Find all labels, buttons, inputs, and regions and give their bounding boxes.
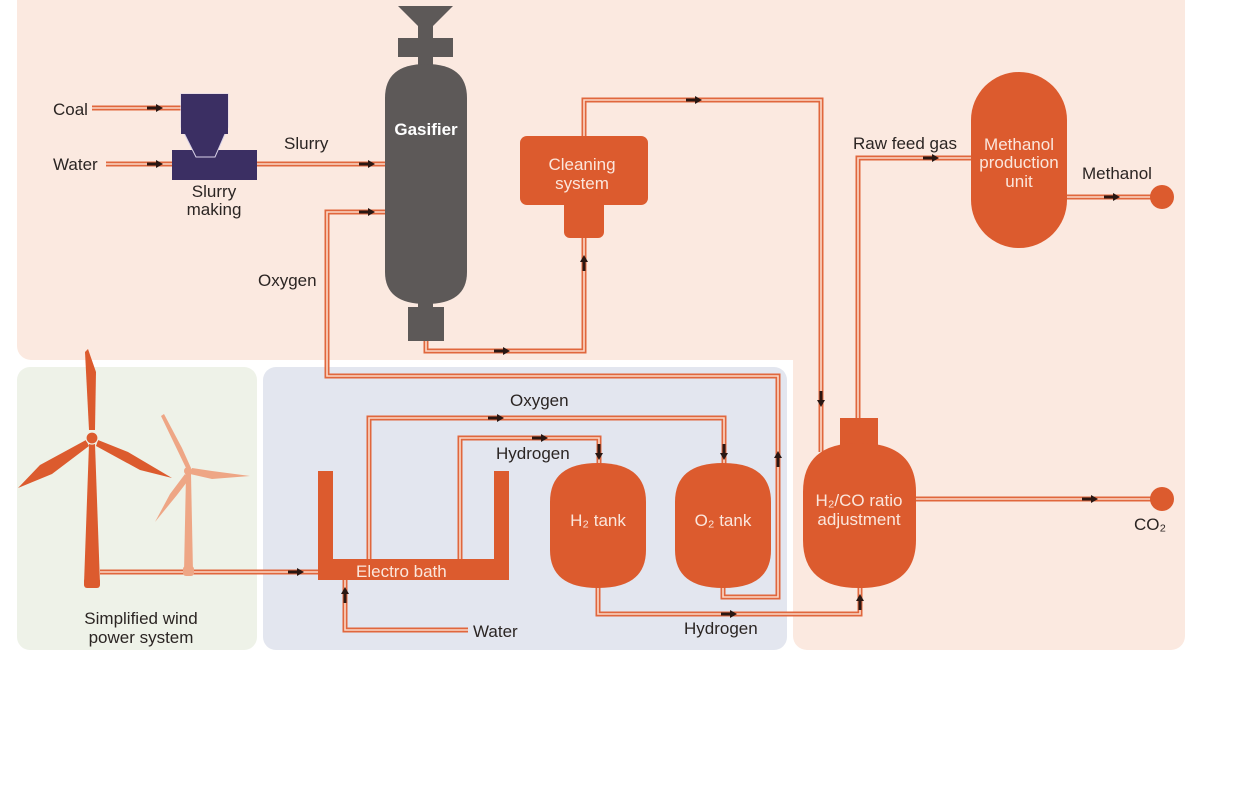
slurry-stream-label: Slurry — [284, 134, 329, 153]
slurry-making-unit[interactable] — [172, 93, 257, 180]
ratio-label-2: adjustment — [817, 510, 900, 529]
o2-tank[interactable] — [675, 463, 771, 588]
backgrounds — [17, 0, 1185, 657]
methanol-output-terminal — [1150, 185, 1174, 209]
methanol-production-unit[interactable] — [971, 72, 1067, 248]
gasifier-oxygen-label: Oxygen — [258, 271, 317, 290]
co2-output-terminal — [1150, 487, 1174, 511]
bath-water-label: Water — [473, 622, 518, 641]
h2-tank-label: H₂ tank — [570, 511, 626, 530]
raw-feed-gas-label: Raw feed gas — [853, 134, 957, 153]
hydrogen-out-label: Hydrogen — [684, 619, 758, 638]
electrolysis-hydrogen-label: Hydrogen — [496, 444, 570, 463]
electro-bath[interactable] — [318, 471, 509, 580]
ratio-label-1: H₂/CO ratio — [816, 491, 903, 510]
methanol-output-label: Methanol — [1082, 164, 1152, 183]
gasifier-label: Gasifier — [394, 120, 458, 139]
o2-tank-label: O₂ tank — [695, 511, 752, 530]
cleaning-system[interactable] — [520, 136, 648, 238]
h2-tank[interactable] — [550, 463, 646, 588]
wind-turbine-large-icon — [18, 349, 172, 588]
oxygen-to-gasifier-pipe — [324, 209, 781, 600]
coal-label: Coal — [53, 100, 88, 119]
electro-bath-label: Electro bath — [356, 562, 447, 581]
methanol-unit-label-1: Methanol — [984, 135, 1054, 154]
gasifier[interactable] — [385, 6, 467, 341]
methanol-unit-label-3: unit — [1005, 172, 1033, 191]
wind-label-1: Simplified wind — [84, 609, 197, 628]
cleaning-label-1: Cleaning — [548, 155, 615, 174]
co2-label: CO₂ — [1134, 515, 1166, 534]
water-label: Water — [53, 155, 98, 174]
wind-turbine-small-icon — [155, 414, 250, 576]
slurry-unit-label-1: Slurry — [192, 182, 237, 201]
cleaning-to-ratio-pipe — [581, 97, 824, 452]
methanol-unit-label-2: production — [979, 153, 1058, 172]
labels: Coal Water Slurry Slurry making Oxygen G… — [53, 100, 1166, 647]
wind-label-2: power system — [89, 628, 194, 647]
ratio-adjustment-vessel[interactable] — [803, 418, 916, 588]
cleaning-label-2: system — [555, 174, 609, 193]
slurry-unit-label-2: making — [187, 200, 242, 219]
electrolysis-oxygen-label: Oxygen — [510, 391, 569, 410]
bath-oxygen-pipe — [366, 415, 727, 561]
wind-region — [17, 367, 257, 650]
